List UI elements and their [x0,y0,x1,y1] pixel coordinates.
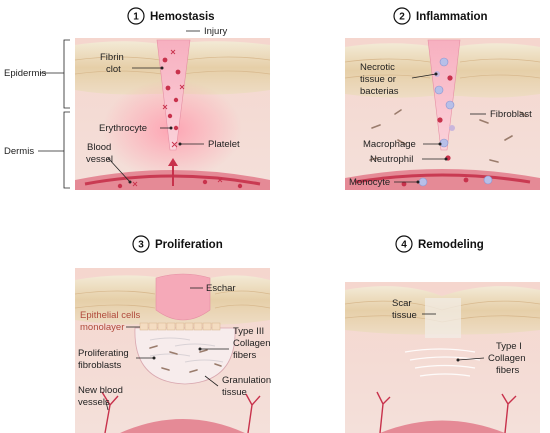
label-type-iii: Type III [233,326,264,337]
step-number-badge [393,7,411,25]
step-number: 3 [138,240,144,251]
panel-title: Proliferation [155,239,223,251]
label-proliferating: Proliferating [78,348,129,359]
proliferation-labels: Eschar Epithelial cells monolayer Type I… [78,283,271,411]
step-number: 2 [399,12,405,23]
label-erythrocyte: Erythrocyte [99,123,147,134]
label-fibroblast: Fibroblast [490,109,532,120]
label-necrotic: Necrotic [360,62,395,73]
remodeling-labels: Scar tissue Type I Collagen fibers [392,298,526,376]
label-epithelial: Epithelial cells [80,310,140,321]
label-granulation: Granulation [222,375,271,386]
step-number-badge [127,7,145,25]
label-fibers-i: fibers [496,365,519,376]
panel-proliferation [74,268,271,433]
panel-remodeling [344,282,541,433]
step-number-badge [132,235,150,253]
label-fibroblasts: fibroblasts [78,360,122,371]
label-scar: Scar [392,298,412,309]
panel-inflammation [344,38,541,190]
inflammation-labels: Necrotic tissue or bacterias Fibroblast … [349,62,532,188]
label-collagen-i: Collagen [488,353,526,364]
label-collagen-iii: Collagen [233,338,271,349]
label-bacterias: bacterias [360,86,399,97]
panel-title-4: 4 Remodeling [395,235,484,253]
layer-brackets: Epidermis Dermis [4,39,70,189]
label-vessels: vessels [78,397,110,408]
label-eschar: Eschar [206,283,236,294]
label-tissue-or: tissue or [360,74,396,85]
label-neutrophil: Neutrophil [370,154,413,165]
label-scar-tissue: tissue [392,310,417,321]
label-monolayer: monolayer [80,322,124,333]
hemostasis-labels: Injury Fibrin clot Erythrocyte Platelet … [86,26,240,184]
step-number: 4 [401,240,407,251]
label-platelet: Platelet [208,139,240,150]
epidermis-label: Epidermis [4,68,46,79]
label-new-blood: New blood [78,385,123,396]
step-number: 1 [133,12,139,23]
label-fibers-iii: fibers [233,350,256,361]
label-granulation-tissue: tissue [222,387,247,398]
panel-title: Remodeling [418,239,484,251]
label-macrophage: Macrophage [363,139,416,150]
label-injury: Injury [204,26,227,37]
panel-title: Hemostasis [150,11,215,23]
panel-title: Inflammation [416,11,488,23]
label-clot: clot [106,64,121,75]
panel-title-2: 2 Inflammation [393,7,488,25]
step-number-badge [395,235,413,253]
label-fibrin: Fibrin [100,52,124,63]
label-blood: Blood [87,142,111,153]
panel-title-1: 1 Hemostasis [127,7,215,25]
panel-title-3: 3 Proliferation [132,235,223,253]
label-type-i: Type I [496,341,522,352]
dermis-label: Dermis [4,146,34,157]
label-monocyte: Monocyte [349,177,390,188]
label-vessel: vessel [86,154,113,165]
